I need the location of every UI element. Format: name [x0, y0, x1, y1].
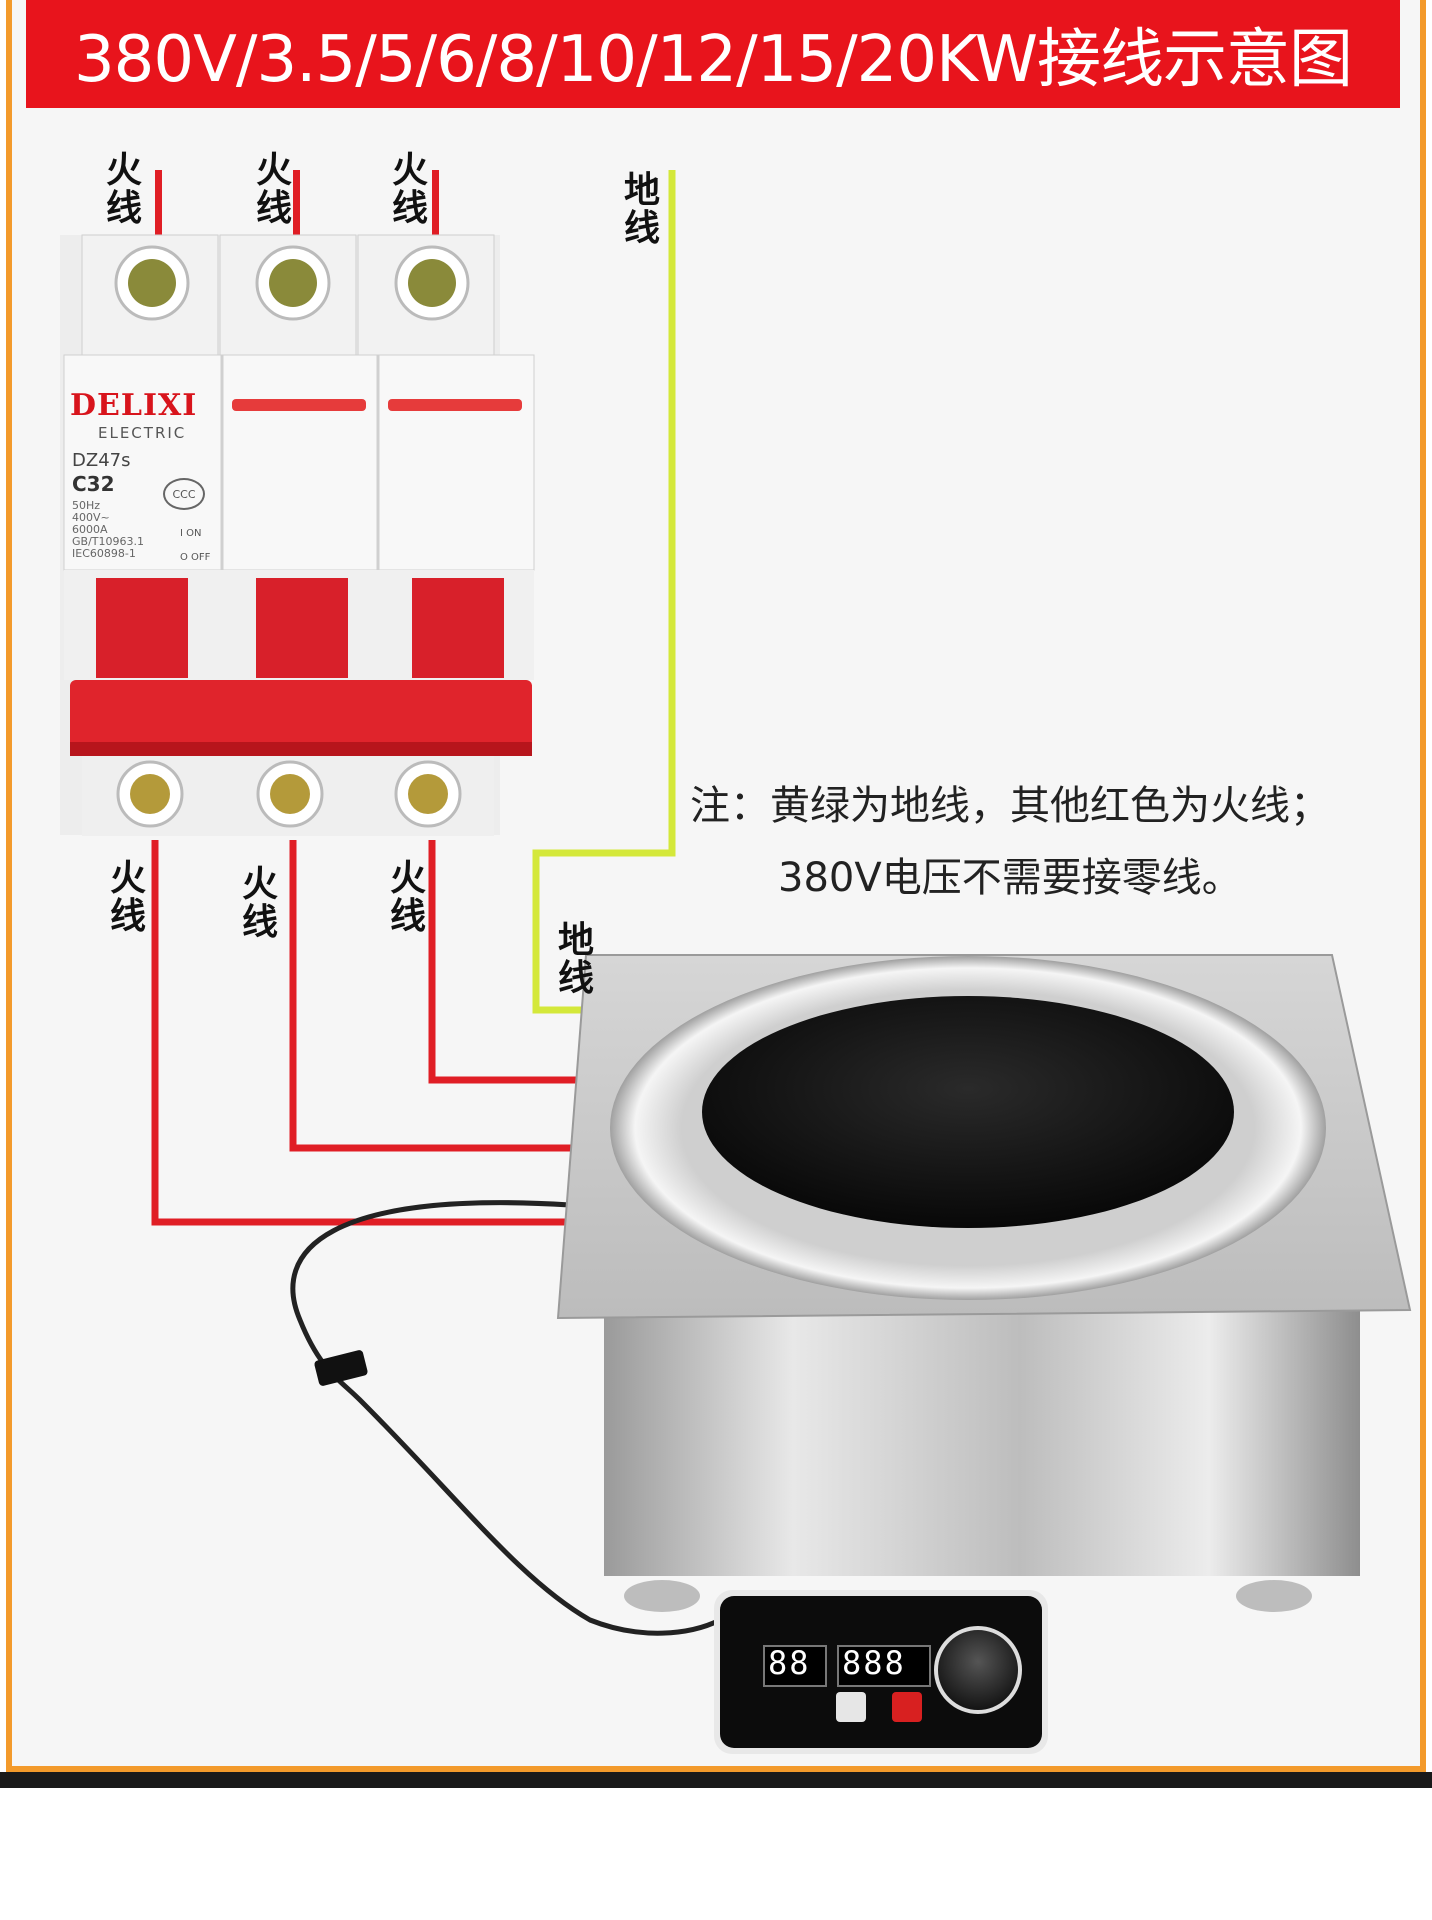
breaker-on-label: I ON: [180, 528, 202, 539]
page-title: 380V/3.5/5/6/8/10/12/15/20KW接线示意图: [73, 23, 1353, 97]
panel-display-left: 88: [768, 1644, 811, 1682]
earth-label-bottom: 地线: [557, 920, 594, 999]
induction-cooker: [556, 954, 1412, 1612]
control-cable: [290, 1200, 722, 1636]
live-label-bottom-1: 火线: [109, 858, 146, 937]
live-wires-top: [155, 170, 439, 238]
live-label-top-3: 火线: [391, 150, 428, 229]
earth-wire: [532, 170, 676, 1014]
title-bar: 380V/3.5/5/6/8/10/12/15/20KW接线示意图: [26, 0, 1400, 108]
breaker-rating: C32: [72, 472, 115, 496]
live-label-bottom-3: 火线: [389, 858, 426, 937]
control-panel: [714, 1590, 1048, 1754]
bottom-shadow: [0, 1772, 1432, 1788]
note-line-2: 380V电压不需要接零线。: [778, 855, 1242, 901]
panel-display-right: 888: [842, 1644, 906, 1682]
ccc-mark: CCC: [163, 478, 205, 510]
live-label-top-2: 火线: [255, 150, 292, 229]
breaker-brand-sub: ELECTRIC: [98, 424, 187, 442]
note-line-1: 注：黄绿为地线，其他红色为火线；: [690, 783, 1330, 829]
breaker-brand: DELIXI: [70, 388, 198, 423]
wiring-note: 注：黄绿为地线，其他红色为火线； 380V电压不需要接零线。: [690, 770, 1330, 914]
breaker-model: DZ47s: [72, 450, 131, 471]
cable-clip: [314, 1350, 368, 1386]
breaker-spec: 50Hz 400V~ 6000A GB/T10963.1 IEC60898-1: [72, 499, 144, 560]
earth-label-top: 地线: [623, 170, 660, 249]
live-wires-bottom: [151, 840, 590, 1226]
live-label-top-1: 火线: [105, 150, 142, 229]
circuit-breaker: [60, 234, 535, 836]
breaker-off-label: O OFF: [180, 552, 211, 563]
live-label-bottom-2: 火线: [241, 864, 278, 943]
